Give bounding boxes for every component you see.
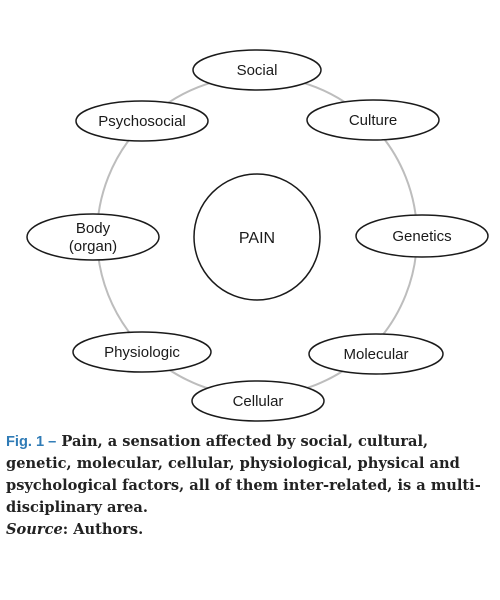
node-social: Social bbox=[192, 49, 322, 91]
figure-label: Fig. 1 – bbox=[6, 434, 57, 450]
node-body-organ: Body(organ) bbox=[26, 213, 160, 261]
node-label: Psychosocial bbox=[98, 113, 186, 130]
node-label: Culture bbox=[349, 112, 397, 129]
figure-caption: Fig. 1 – Pain, a sensation affected by s… bbox=[6, 431, 494, 541]
node-molecular: Molecular bbox=[308, 333, 444, 375]
node-ellipse bbox=[306, 99, 440, 141]
node-genetics: Genetics bbox=[355, 214, 489, 258]
node-ellipse bbox=[26, 213, 160, 261]
node-ellipse bbox=[72, 331, 212, 373]
source-line: Source: Authors. bbox=[6, 519, 494, 541]
node-ellipse bbox=[192, 49, 322, 91]
node-ellipse bbox=[355, 214, 489, 258]
center-circle bbox=[193, 173, 321, 301]
source-label: Source bbox=[6, 521, 63, 538]
node-label: Social bbox=[237, 62, 278, 79]
node-ellipse bbox=[308, 333, 444, 375]
node-ellipse bbox=[191, 380, 325, 422]
node-ellipse bbox=[75, 100, 209, 142]
node-label: Cellular bbox=[233, 393, 284, 410]
node-label: (organ) bbox=[69, 238, 117, 255]
node-cellular: Cellular bbox=[191, 380, 325, 422]
node-label: Physiologic bbox=[104, 344, 180, 361]
node-label: Molecular bbox=[343, 346, 408, 363]
node-culture: Culture bbox=[306, 99, 440, 141]
center-node: PAIN bbox=[193, 173, 321, 301]
pain-diagram: PAIN SocialCultureGeneticsMolecularCellu… bbox=[26, 49, 489, 422]
node-psychosocial: Psychosocial bbox=[75, 100, 209, 142]
center-label: PAIN bbox=[239, 230, 275, 247]
node-label: Genetics bbox=[392, 228, 451, 245]
node-label: Body bbox=[76, 220, 111, 237]
caption-text: Pain, a sensation affected by social, cu… bbox=[6, 433, 481, 516]
node-physiologic: Physiologic bbox=[72, 331, 212, 373]
source-text: : Authors. bbox=[62, 521, 144, 538]
